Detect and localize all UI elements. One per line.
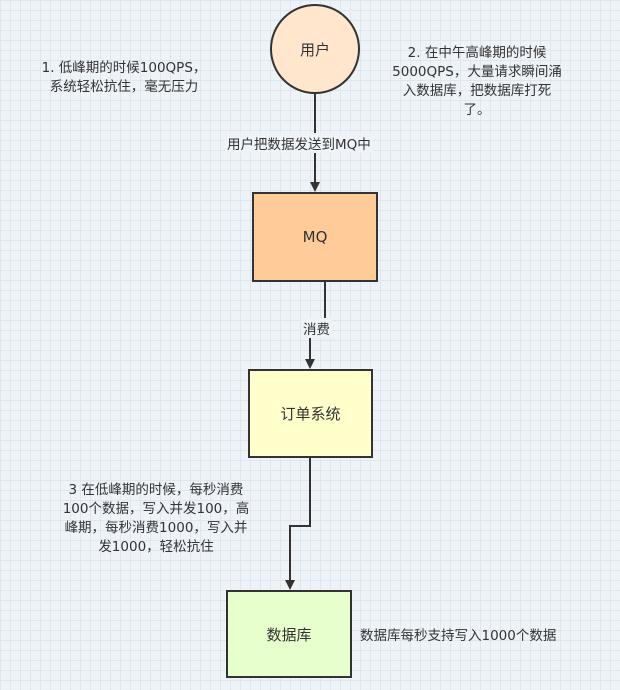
edge-order-to-db [285,458,311,590]
node-mq-label: MQ [302,228,328,246]
note-db-capacity: 数据库每秒支持写入1000个数据 [360,628,557,644]
node-mq[interactable]: MQ [252,192,378,282]
node-user-label: 用户 [299,40,330,59]
node-order-system-label: 订单系统 [280,405,341,423]
edge-label-consume: 消费 [301,318,332,338]
note-consume-rate: 3 在低峰期的时候，每秒消费 100个数据，写入并发100，高 峰期，每秒消费1… [62,482,250,555]
node-database[interactable]: 数据库 [226,590,352,678]
note-high-peak: 2. 在中午高峰期的时候 5000QPS，大量请求瞬间涌 入数据库，把数据库打死… [392,45,562,118]
node-order-system[interactable]: 订单系统 [248,369,373,458]
edge-label-user-to-mq: 用户把数据发送到MQ中 [225,133,373,153]
note-low-peak: 1. 低峰期的时候100QPS， 系统轻松抗住，毫无压力 [41,60,207,95]
node-user[interactable]: 用户 [270,4,360,94]
node-database-label: 数据库 [266,625,312,644]
